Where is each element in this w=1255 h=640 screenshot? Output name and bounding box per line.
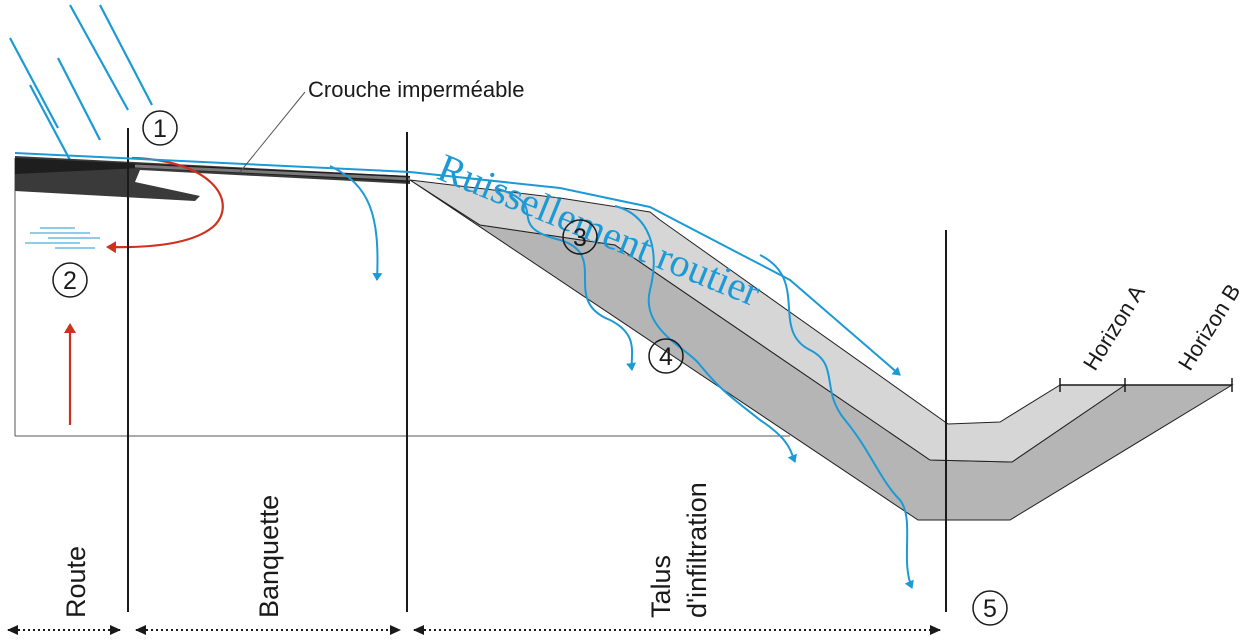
talus-label-line2: d'infiltration [682,482,712,618]
horizon-ticks [1059,378,1233,392]
svg-text:1: 1 [153,115,167,143]
zone-separators [127,128,947,612]
layer-label-leader [239,91,306,173]
red-arrow-return [106,156,224,254]
rain-lines [9,4,153,161]
svg-text:2: 2 [63,267,77,295]
banquette-label: Banquette [254,495,284,618]
horizon-b-label: Horizon B [1173,279,1245,374]
impermeable-layer-label: Crouche imperméable [308,77,524,102]
water-dashes [25,227,100,249]
route-label: Route [61,546,91,618]
svg-text:4: 4 [659,343,673,371]
marker-1: 1 [142,110,178,146]
svg-text:3: 3 [573,224,587,252]
svg-text:5: 5 [983,595,997,623]
marker-3: 3 [562,219,598,255]
horizon-a-label: Horizon A [1078,280,1150,374]
talus-label-line1: Talus [646,555,676,618]
runoff-flows [14,152,914,589]
marker-2: 2 [52,262,88,298]
marker-5: 5 [972,590,1008,626]
shoulder-surface [134,164,411,181]
marker-4: 4 [648,338,684,374]
